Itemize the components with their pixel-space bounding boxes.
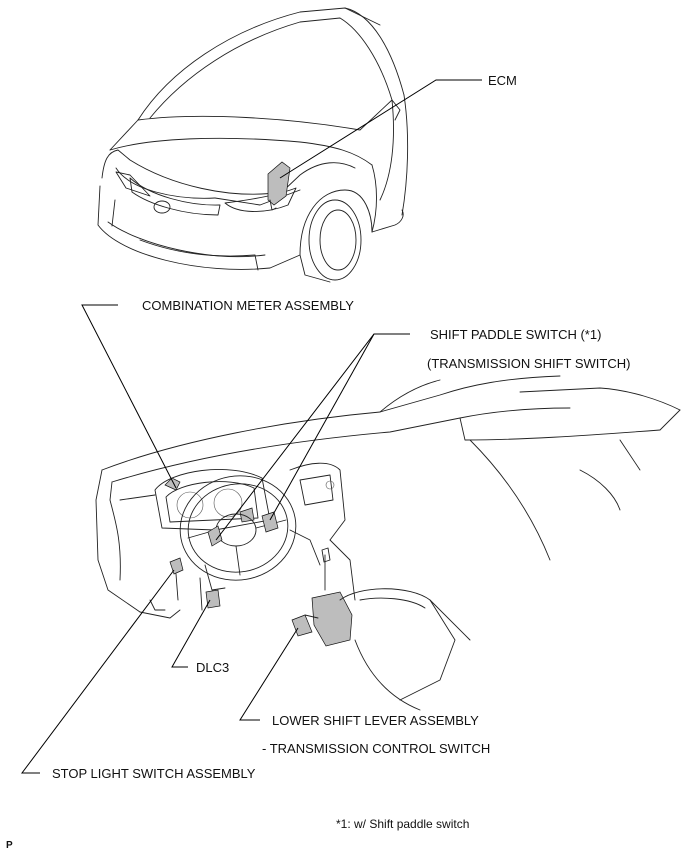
label-dlc3: DLC3	[196, 660, 230, 675]
label-shift-paddle: SHIFT PADDLE SWITCH (*1)	[430, 327, 602, 342]
instrument-panel-illustration	[95, 375, 681, 711]
vehicle-illustration	[97, 7, 409, 283]
leader-stop-light	[21, 569, 175, 774]
leader-lower-shift-lever	[239, 627, 299, 721]
label-stop-light: STOP LIGHT SWITCH ASSEMBLY	[52, 766, 256, 781]
figure-code: P	[6, 840, 13, 851]
label-combination-meter: COMBINATION METER ASSEMBLY	[142, 298, 354, 313]
label-ecm: ECM	[488, 73, 517, 88]
footnote: *1: w/ Shift paddle switch	[336, 817, 470, 831]
label-transmission-control: - TRANSMISSION CONTROL SWITCH	[262, 741, 491, 756]
leader-combination-meter	[81, 304, 177, 489]
label-transmission-shift: (TRANSMISSION SHIFT SWITCH)	[427, 356, 631, 371]
leader-dlc3	[171, 599, 211, 668]
leader-paddle-right	[269, 333, 375, 521]
label-lower-shift-lever: LOWER SHIFT LEVER ASSEMBLY	[272, 713, 479, 728]
leader-lines	[21, 79, 482, 774]
leader-paddle-left	[215, 333, 410, 541]
leader-ecm	[279, 79, 482, 179]
